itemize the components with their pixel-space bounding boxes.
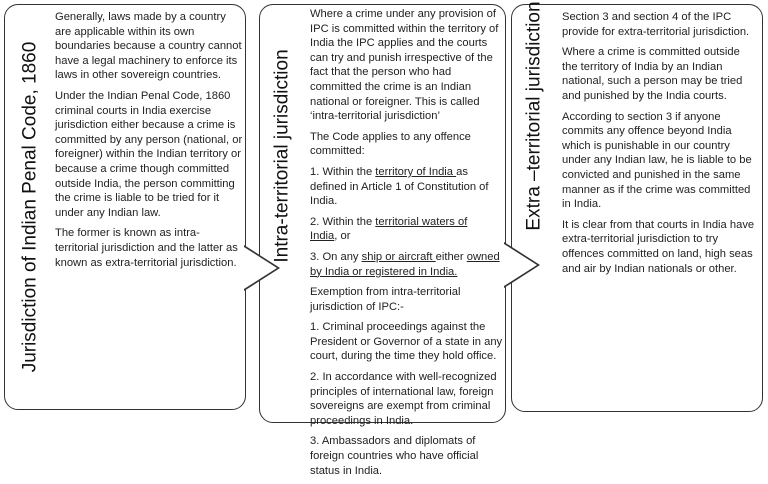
paragraph: Generally, laws made by a country are ap…: [55, 11, 242, 82]
paragraph: The Code applies to any offence committe…: [310, 130, 471, 158]
list-item: 1. Criminal proceedings against the Pres…: [310, 321, 503, 363]
text: either: [435, 250, 467, 263]
list-item: 2. In accordance with well-recognized pr…: [310, 371, 497, 427]
paragraph: Section 3 and section 4 of the IPC provi…: [562, 11, 750, 38]
underlined-text: ship or aircraft: [361, 250, 436, 263]
paragraph: It is clear from that courts in India ha…: [562, 218, 755, 275]
paragraph: The former is known as intra-territorial…: [55, 227, 238, 269]
underlined-text: territorial waters of: [375, 215, 468, 228]
paragraph: Where a crime under any provision of IPC…: [310, 8, 499, 123]
arrow-right-fill: [504, 244, 537, 286]
list-item: 1. Within the territory of India as defi…: [310, 165, 504, 209]
box-title: Intra-territorial jurisdiction: [272, 49, 294, 263]
ipc-jurisdiction-box: Jurisdiction of Indian Penal Code, 1860 …: [4, 4, 246, 410]
list-item: 3. Ambassadors and diplomats of foreign …: [310, 435, 479, 477]
paragraph: Exemption from intra-territorial jurisdi…: [310, 286, 461, 313]
box-title: Extra –territorial jurisdiction: [524, 1, 546, 231]
text: 1. Within the: [310, 165, 376, 178]
paragraph: Under the Indian Penal Code, 1860 crimin…: [55, 89, 243, 219]
intra-territorial-box: Intra-territorial jurisdiction Where a c…: [259, 4, 506, 477]
underlined-text: India: [310, 230, 335, 243]
list-item: 2. Within the territorial waters of India…: [310, 215, 504, 244]
text: , or: [334, 230, 351, 243]
paragraph: Where a crime is committed outside the t…: [562, 46, 743, 102]
underlined-text: owned by India or registered in India.: [310, 250, 500, 278]
text: 2. Within the: [310, 215, 376, 228]
underlined-text: territory of India: [375, 165, 457, 178]
list-item: 3. On any ship or aircraft either owned …: [310, 250, 504, 279]
box-title: Jurisdiction of Indian Penal Code, 1860: [19, 41, 41, 373]
paragraph: According to section 3 if anyone commits…: [562, 110, 752, 211]
extra-territorial-box: Extra –territorial jurisdiction Section …: [511, 1, 763, 412]
arrow-right-fill: [244, 247, 277, 289]
text: as defined in Article 1 of Constitution …: [310, 165, 489, 208]
text: 3. On any: [310, 250, 362, 263]
